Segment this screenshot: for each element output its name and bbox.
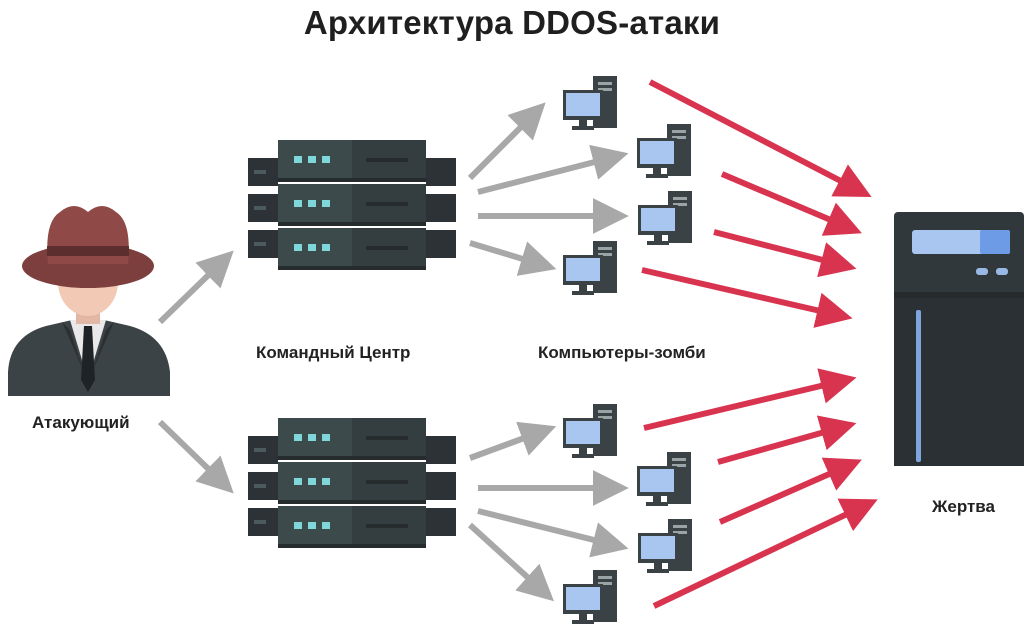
gray-arrow bbox=[477, 144, 629, 195]
gray-arrows bbox=[157, 102, 629, 602]
server-led bbox=[294, 156, 302, 163]
zombie-computer-icon bbox=[637, 124, 691, 178]
server-led bbox=[294, 522, 302, 529]
red-attack-arrow bbox=[641, 267, 853, 328]
server-led bbox=[322, 434, 330, 441]
diagram-title: Архитектура DDOS-атаки bbox=[303, 4, 721, 41]
attacker-icon bbox=[8, 206, 170, 396]
server-unit bbox=[278, 184, 426, 226]
server-led bbox=[308, 434, 316, 441]
server-unit bbox=[278, 228, 426, 270]
server-led bbox=[308, 156, 316, 163]
gray-arrow bbox=[469, 240, 557, 276]
server-unit bbox=[278, 418, 426, 460]
gray-arrow bbox=[467, 522, 554, 602]
red-attack-arrow bbox=[720, 171, 862, 236]
zombie-computer-icon bbox=[637, 452, 691, 506]
zombie-computer-icon bbox=[638, 191, 692, 245]
server-unit bbox=[278, 140, 426, 182]
gray-arrow bbox=[467, 102, 546, 181]
red-attack-arrow bbox=[643, 368, 857, 431]
gray-arrow bbox=[157, 419, 234, 494]
zombie-computer-icon bbox=[563, 570, 617, 624]
red-attack-arrow bbox=[652, 498, 878, 609]
victim-label: Жертва bbox=[932, 497, 995, 516]
zombie-computer-icon bbox=[563, 241, 617, 295]
server-led bbox=[294, 478, 302, 485]
server-unit bbox=[278, 506, 426, 548]
server-led bbox=[322, 244, 330, 251]
server-led bbox=[308, 522, 316, 529]
server-led bbox=[322, 478, 330, 485]
server-led bbox=[308, 244, 316, 251]
zombie-computer-icon bbox=[563, 76, 617, 130]
red-attack-arrow bbox=[718, 457, 862, 525]
gray-arrow bbox=[477, 508, 629, 558]
red-attack-arrow bbox=[713, 229, 857, 278]
red-attack-arrow bbox=[717, 415, 857, 465]
gray-arrow bbox=[468, 421, 557, 461]
server-led bbox=[322, 522, 330, 529]
gray-arrow bbox=[157, 250, 234, 325]
zombies-label: Компьютеры-зомби bbox=[538, 343, 706, 362]
victim-server-icon bbox=[894, 212, 1024, 466]
red-attack-arrows bbox=[641, 79, 878, 609]
zombie-computer-icon bbox=[563, 404, 617, 458]
server-led bbox=[294, 434, 302, 441]
server-led bbox=[308, 478, 316, 485]
attacker-label: Атакующий bbox=[32, 413, 130, 432]
server-led bbox=[294, 200, 302, 207]
server-led bbox=[322, 156, 330, 163]
server-unit bbox=[278, 462, 426, 504]
zombie-computer-icon bbox=[638, 519, 692, 573]
server-led bbox=[322, 200, 330, 207]
zombie-computers-group bbox=[563, 76, 692, 624]
server-led bbox=[294, 244, 302, 251]
red-attack-arrow bbox=[648, 79, 872, 197]
server-led bbox=[308, 200, 316, 207]
command-center-server-bottom bbox=[248, 418, 456, 548]
command-center-server-top bbox=[248, 140, 456, 270]
command-center-label: Командный Центр bbox=[256, 343, 411, 362]
